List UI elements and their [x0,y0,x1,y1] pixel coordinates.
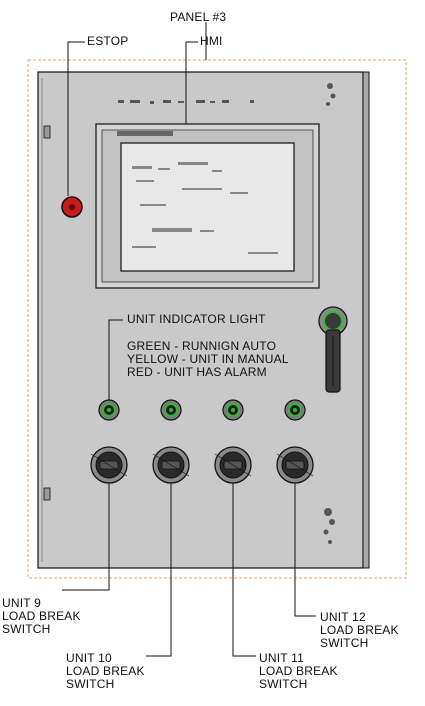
hinge-top [43,125,51,139]
leader-unit12 [294,483,316,617]
leader-indicator [108,319,123,400]
leader-unit11 [232,483,256,657]
indicator-light-unit12 [284,399,306,421]
legend-yellow: YELLOW - UNIT IN MANUAL [127,352,289,366]
switch-label-unit12: UNIT 12 LOAD BREAK SWITCH [320,610,399,650]
door-marking-top [118,100,254,104]
enclosure-right-edge [362,71,370,569]
indicator-light-unit10 [160,399,182,421]
load-break-switch-unit9 [90,446,128,484]
legend-red: RED - UNIT HAS ALARM [127,365,267,379]
switch-label-unit9: UNIT 9 LOAD BREAK SWITCH [2,596,81,636]
leader-hmi [185,41,198,124]
handle-hub-ring [323,311,343,331]
door-marking-right [326,83,336,106]
load-break-switch-unit10 [152,446,190,484]
hmi-screen [120,142,295,272]
panel-outline-dashed [27,59,407,579]
indicator-light-unit9 [98,399,120,421]
hinge-bottom [43,487,51,501]
indicator-label: UNIT INDICATOR LIGHT [127,312,266,326]
load-break-switch-unit12 [276,446,314,484]
panel-title: PANEL #3 [170,10,227,24]
leader-unit9 [62,483,110,591]
legend-green: GREEN - RUNNIGN AUTO [127,339,277,353]
leader-estop [67,41,85,196]
door-marking-bottom-right [323,508,335,544]
switch-label-unit11: UNIT 11 LOAD BREAK SWITCH [259,651,338,691]
load-break-switch-unit11 [214,446,252,484]
switch-label-unit10: UNIT 10 LOAD BREAK SWITCH [66,651,145,691]
estop-label: ESTOP [87,34,129,48]
hmi-top-strip [117,131,173,136]
indicator-light-unit11 [222,399,244,421]
hmi-label: HMI [200,34,223,48]
leader-unit10 [146,483,172,657]
hmi-screen-content [132,162,278,254]
estop-button-center [69,204,75,210]
